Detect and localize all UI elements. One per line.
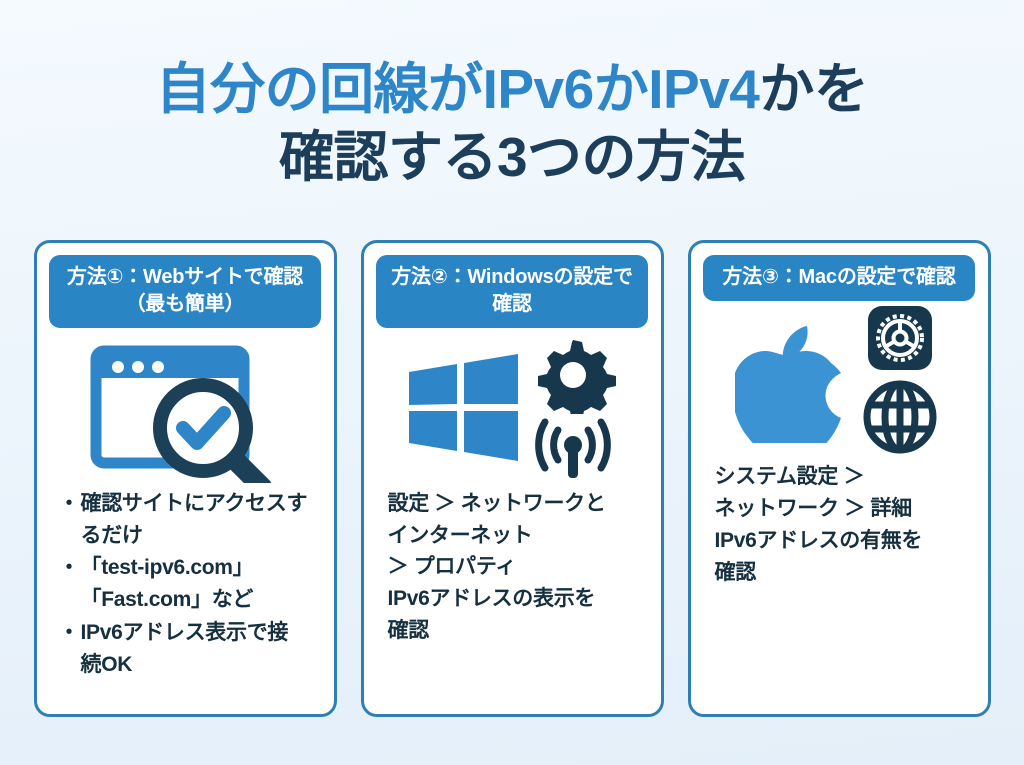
card-header-website: 方法①：Webサイトで確認（最も簡単） [49,255,321,328]
windows-logo-icon [409,353,518,461]
page-title: 自分の回線がIPv6かIPv4かを 確認する3つの方法 [0,0,1024,190]
mac-steps-text: システム設定 ＞ ネットワーク ＞ 詳細 IPv6アドレスの有無を 確認 [714,464,923,584]
list-item: IPv6アドレス表示で接続OK [59,617,308,681]
title-segment-subject: 自分の回線が [155,58,484,120]
card-icons-mac [701,301,978,461]
card-icons-website [47,328,324,488]
title-line-1: 自分の回線がIPv6かIPv4かを [0,58,1024,122]
method-card-list: 方法①：Webサイトで確認（最も簡単） [0,240,1024,717]
method-card-mac[interactable]: 方法③：Macの設定で確認 [687,240,991,717]
website-bullet-list: 確認サイトにアクセスするだけ 「test-ipv6.com」「Fast.com」… [59,488,308,681]
card-body-mac: システム設定 ＞ ネットワーク ＞ 詳細 IPv6アドレスの有無を 確認 [701,461,978,589]
method-card-windows[interactable]: 方法②：Windowsの設定で確認 [360,240,664,717]
windows-steps-text: 設定 ＞ ネットワークと インターネット ＞ プロパティ IPv6アドレスの表示… [387,491,606,643]
list-item: 「test-ipv6.com」「Fast.com」など [59,552,308,616]
title-segment-suffix: かを [759,58,869,120]
card-header-windows: 方法②：Windowsの設定で確認 [376,255,648,328]
card-body-website: 確認サイトにアクセスするだけ 「test-ipv6.com」「Fast.com」… [47,488,324,682]
system-settings-gear-icon [868,305,932,370]
browser-window-icon [90,345,272,483]
card-icons-windows [374,328,651,488]
method-card-website[interactable]: 方法①：Webサイトで確認（最も簡単） [33,240,337,717]
wifi-antenna-icon [535,418,611,478]
windows-secondary-icons [525,336,621,480]
list-item: 確認サイトにアクセスするだけ [59,488,308,552]
card-body-windows: 設定 ＞ ネットワークと インターネット ＞ プロパティ IPv6アドレスの表示… [374,488,651,648]
gear-icon [538,339,616,414]
title-segment-protocols: IPv6かIPv4 [482,58,760,120]
globe-icon [863,380,937,454]
mac-secondary-icons [857,303,943,459]
card-header-mac: 方法③：Macの設定で確認 [703,255,975,301]
title-line-2: 確認する3つの方法 [278,125,746,188]
apple-logo-icon [735,325,841,443]
magnifier-check-icon [153,377,272,483]
